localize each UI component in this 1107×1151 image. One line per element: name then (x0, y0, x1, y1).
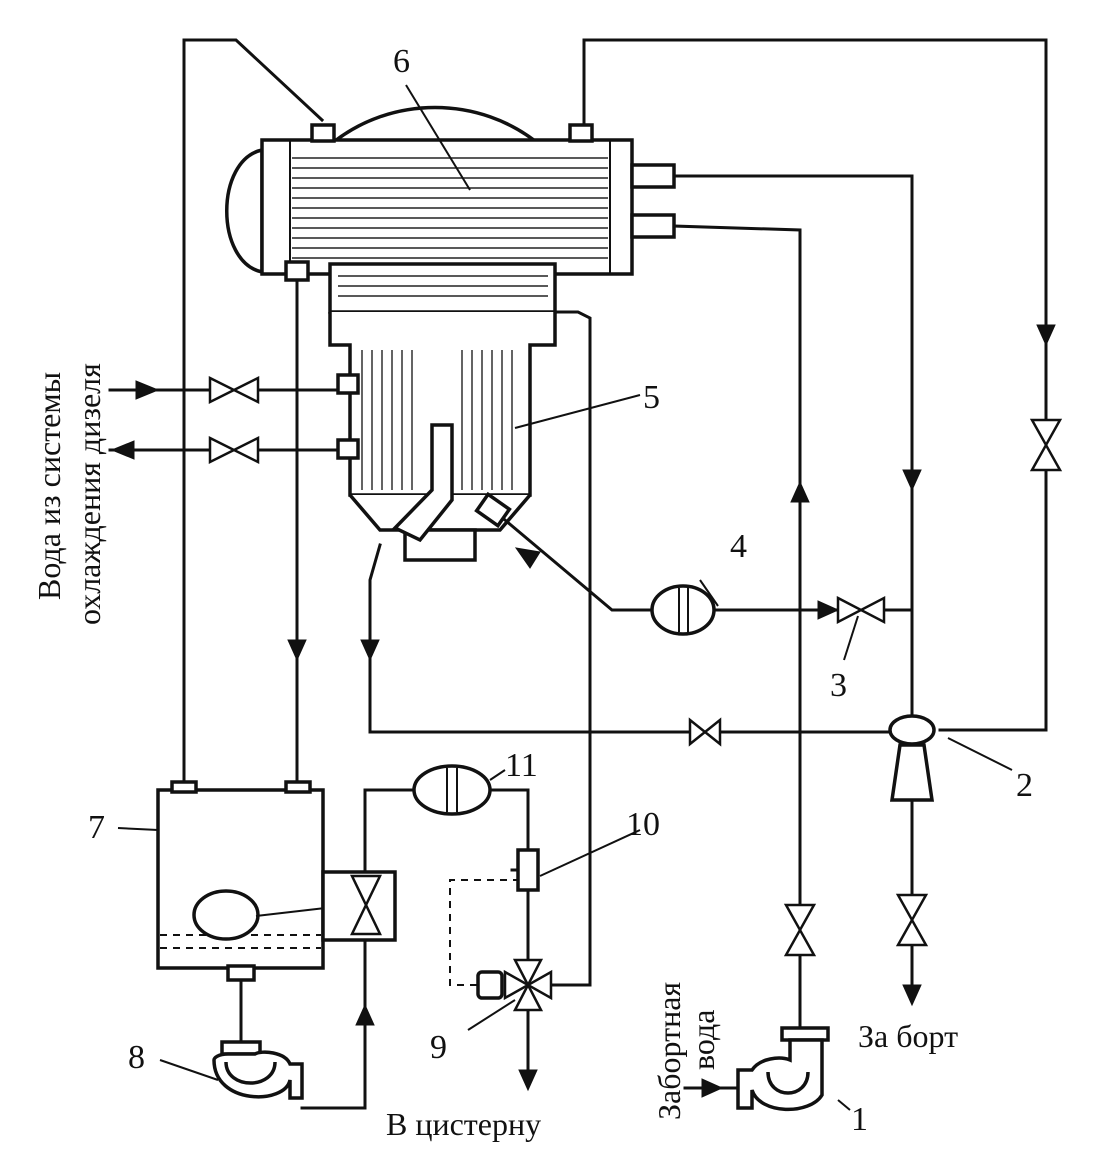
distillate-cooler (412, 764, 492, 816)
label-to-tank: В цистерну (386, 1106, 541, 1142)
distillate-pump (212, 978, 304, 1100)
condenser (225, 105, 676, 282)
label-diesel-water-1: Вода из системы (31, 372, 67, 600)
seawater-pump (736, 1026, 830, 1112)
flow-arrows (110, 324, 1056, 1098)
feed-heater (650, 584, 716, 636)
three-way-valve (476, 958, 553, 1012)
label-diesel-water-2: охлаждения дизеля (71, 363, 107, 625)
label-seawater-2: вода (685, 1010, 721, 1070)
callout-10: 10 (626, 806, 660, 843)
callout-numbers: 1 2 3 4 5 6 7 8 9 10 11 (88, 43, 1033, 1138)
callout-7: 7 (88, 809, 105, 846)
callout-6: 6 (393, 43, 410, 80)
distillate-collector (156, 780, 397, 982)
ejector (888, 714, 936, 802)
evaporator (328, 262, 557, 562)
salinity-sensor (510, 848, 540, 892)
callout-9: 9 (430, 1029, 447, 1066)
callout-8: 8 (128, 1039, 145, 1076)
callout-2: 2 (1016, 767, 1033, 804)
callout-5: 5 (643, 379, 660, 416)
callout-1: 1 (851, 1101, 868, 1138)
piping (108, 38, 1048, 1111)
callout-3: 3 (830, 667, 847, 704)
callout-11: 11 (505, 747, 538, 784)
valves (208, 375, 1063, 957)
callout-4: 4 (730, 528, 747, 565)
label-overboard: За борт (858, 1018, 958, 1054)
label-seawater-1: Забортная (651, 982, 687, 1120)
text-labels: Вода из системы охлаждения дизеля Заборт… (31, 363, 958, 1142)
